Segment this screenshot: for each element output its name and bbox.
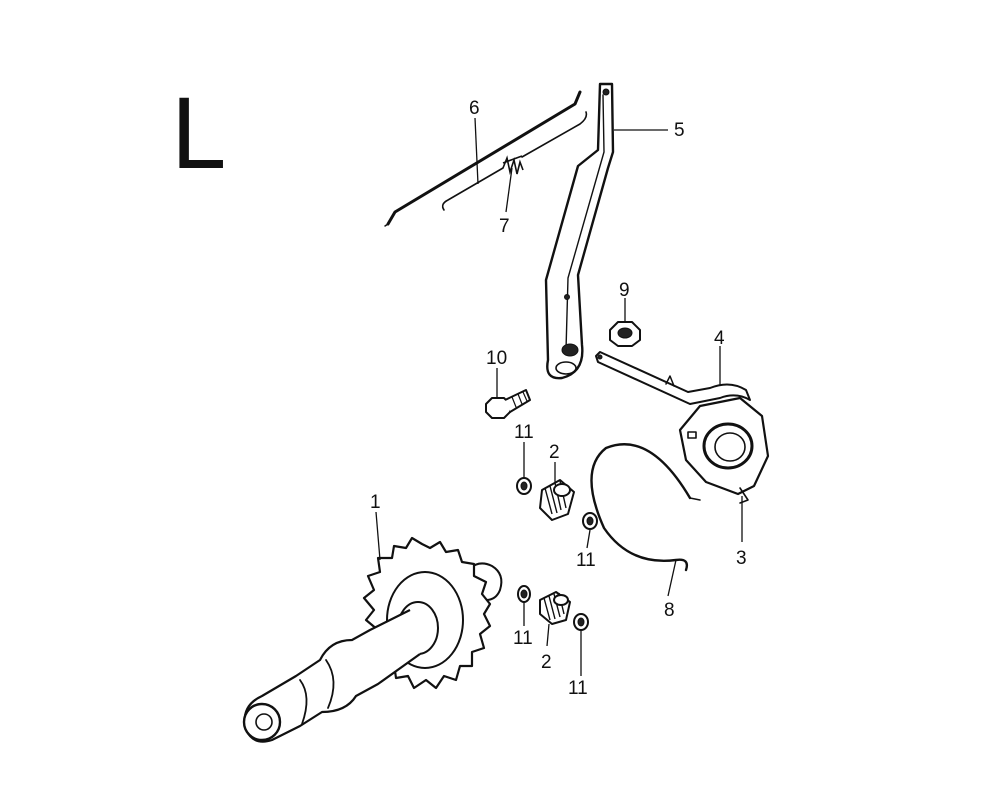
- callout-2: 2: [549, 442, 560, 463]
- part-5-governor-arm[interactable]: [544, 82, 615, 380]
- callout-8: 8: [664, 600, 675, 621]
- callout-11: 11: [568, 678, 588, 699]
- callout-10: 10: [486, 348, 507, 369]
- callout-3: 3: [736, 548, 747, 569]
- part-11-washer-d[interactable]: [573, 613, 589, 631]
- part-11-washer-b[interactable]: [582, 512, 598, 530]
- part-9-nut[interactable]: [609, 321, 641, 347]
- part-4-link-rod[interactable]: [595, 351, 751, 405]
- part-2-roller-upper[interactable]: [539, 479, 575, 521]
- part-8-circlip[interactable]: [590, 443, 701, 572]
- callout-1: 1: [370, 492, 381, 513]
- callout-9: 9: [619, 280, 630, 301]
- callout-7: 7: [499, 216, 510, 237]
- part-11-washer-a[interactable]: [516, 477, 532, 495]
- part-7-spring[interactable]: [441, 111, 588, 211]
- callout-2: 2: [541, 652, 552, 673]
- part-1-camshaft-gear[interactable]: [242, 536, 503, 743]
- part-3-governor-plate[interactable]: [678, 396, 770, 504]
- part-10-bolt[interactable]: [485, 389, 531, 419]
- callout-11: 11: [513, 628, 533, 649]
- part-2-roller-lower[interactable]: [539, 591, 571, 625]
- callout-5: 5: [674, 120, 685, 141]
- callout-6: 6: [469, 98, 480, 119]
- part-11-washer-c[interactable]: [517, 585, 531, 603]
- leader-lines: [375, 117, 743, 676]
- section-letter: L: [170, 79, 223, 191]
- callout-11: 11: [514, 422, 534, 443]
- callout-4: 4: [714, 328, 725, 349]
- callout-labels: 1 2 2 3 4 5 6 7 8 9 10 11 11 11 11: [370, 98, 747, 699]
- callout-11: 11: [576, 550, 596, 571]
- part-6-wire-rod[interactable]: [384, 90, 582, 227]
